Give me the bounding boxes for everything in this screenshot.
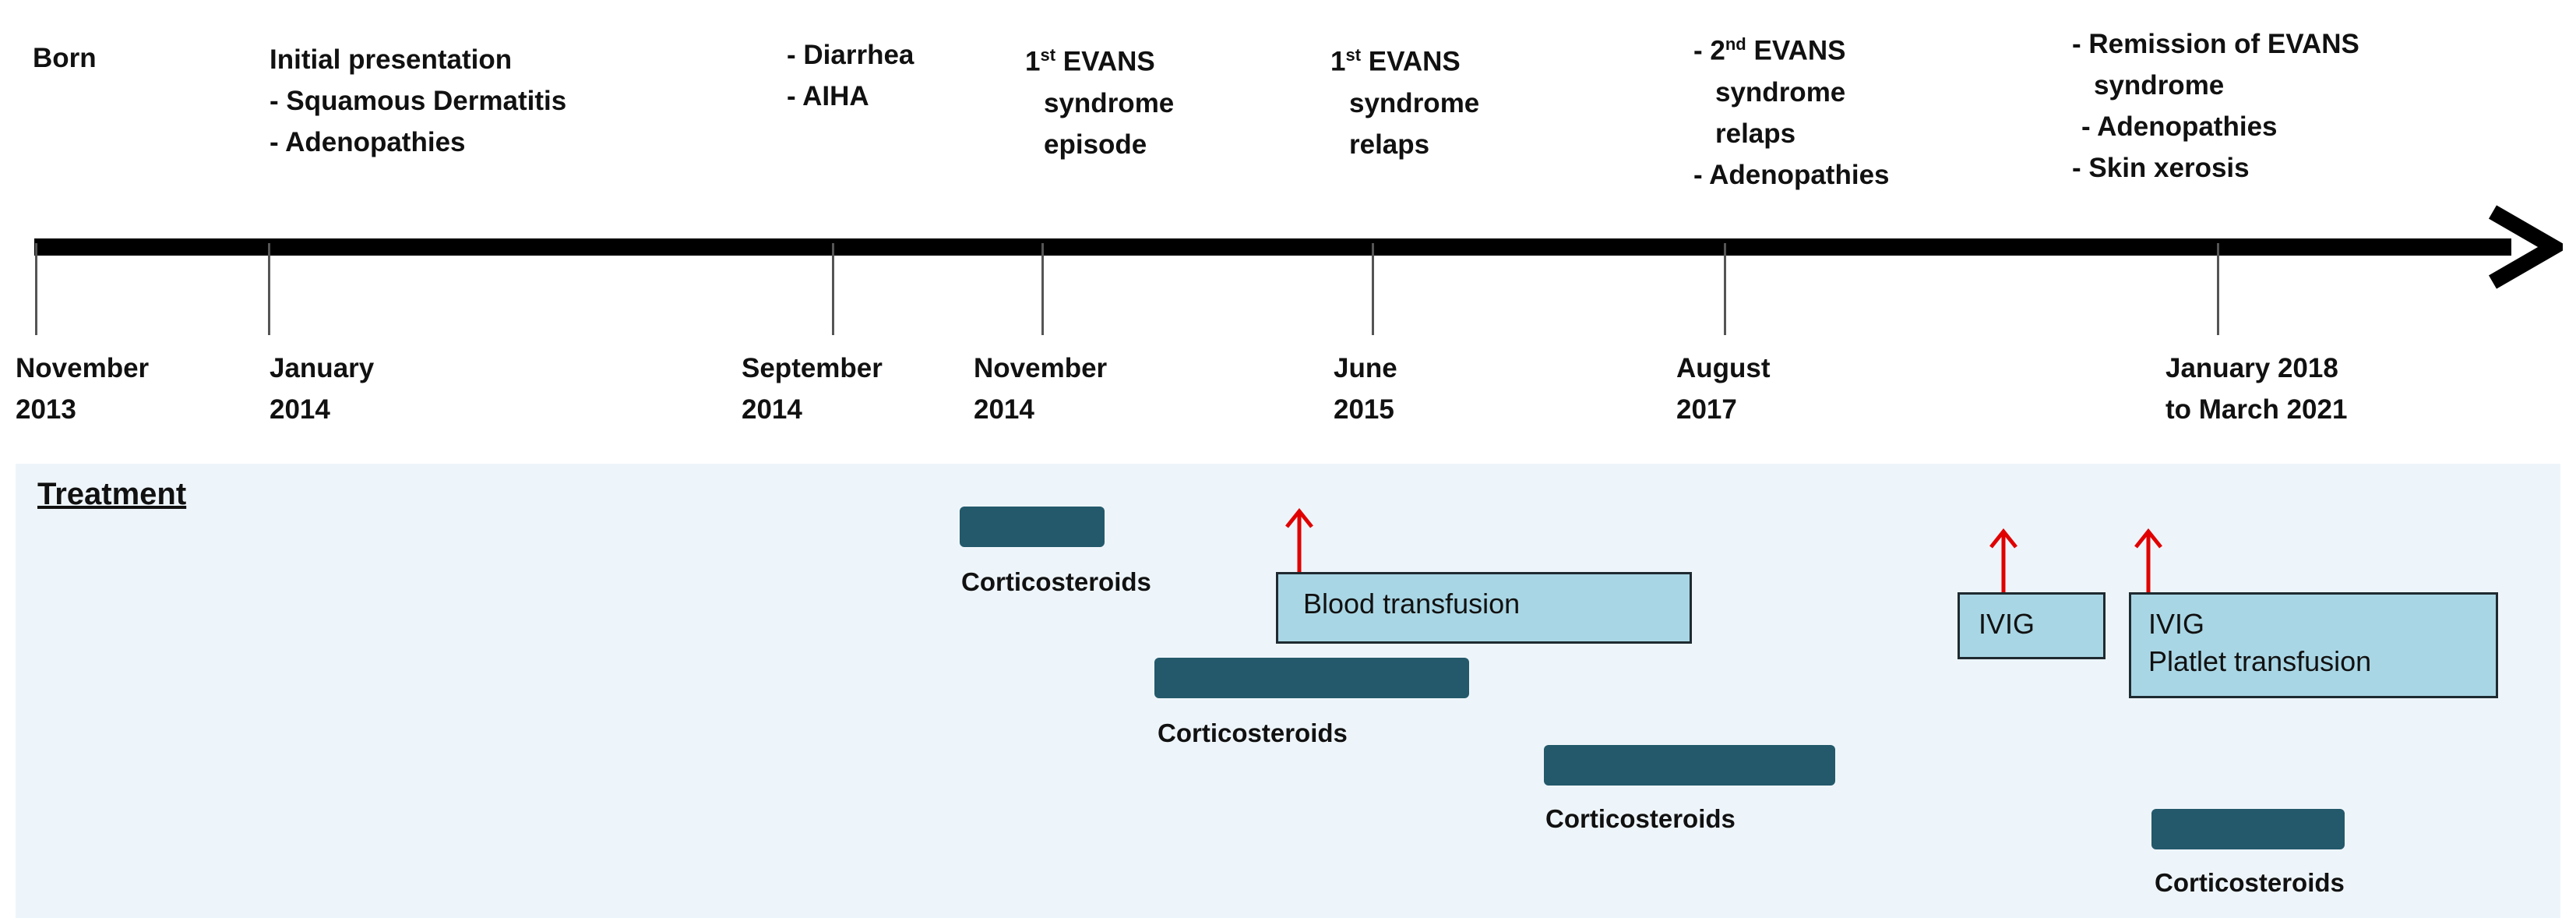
treatment-heading: Treatment: [37, 477, 187, 511]
corticosteroids-bar-3: [1544, 745, 1835, 786]
arrow-up-icon: [2134, 528, 2162, 592]
arrow-up-icon: [1989, 528, 2017, 592]
event-initial-presentation: Initial presentation - Squamous Dermatit…: [270, 44, 567, 157]
event-remission: - Remission of EVANS syndrome - Adenopat…: [2072, 29, 2359, 183]
event-second-evans-relaps: - 2nd EVANS syndrome relaps - Adenopathi…: [1693, 34, 1890, 190]
timeline-arrowhead: [2489, 205, 2563, 289]
corticosteroids-bar-2: [1154, 658, 1469, 698]
corticosteroids-bar-1: [960, 507, 1105, 547]
date-jan2014: January 2014: [270, 353, 375, 425]
blood-transfusion-box: Blood transfusion: [1276, 572, 1692, 644]
corticosteroids-label-3: Corticosteroids: [1545, 804, 1736, 833]
corticosteroids-bar-4: [2151, 809, 2345, 849]
tick-jun2015: [1372, 243, 1374, 335]
corticosteroids-label-2: Corticosteroids: [1158, 719, 1348, 747]
corticosteroids-label-4: Corticosteroids: [2155, 868, 2345, 897]
date-nov2014: November 2014: [974, 353, 1108, 425]
event-first-evans-relaps: 1st EVANS syndrome relaps: [1330, 45, 1480, 160]
ivig-platelet-box: IVIG Platlet transfusion: [2129, 592, 2498, 698]
date-aug2017: August 2017: [1676, 353, 1771, 425]
timeline-axis: [34, 238, 2511, 256]
date-sep2014: September 2014: [742, 353, 883, 425]
ivig-box: IVIG: [1958, 592, 2106, 659]
event-first-evans-episode: 1st EVANS syndrome episode: [1025, 45, 1175, 160]
tick-jan2014: [268, 243, 270, 335]
tick-nov2014: [1041, 243, 1044, 335]
tick-sep2014: [832, 243, 834, 335]
corticosteroids-label-1: Corticosteroids: [961, 567, 1151, 596]
event-diarrhea-aiha: - Diarrhea - AIHA: [787, 40, 914, 111]
date-nov2013: November 2013: [16, 353, 150, 425]
tick-jan2018: [2217, 243, 2219, 335]
tick-aug2017: [1724, 243, 1726, 335]
event-born: Born: [33, 43, 97, 73]
date-jan2018-mar2021: January 2018 to March 2021: [2165, 353, 2348, 425]
date-jun2015: June 2015: [1334, 353, 1397, 425]
tick-nov2013: [35, 243, 37, 335]
arrow-up-icon: [1285, 507, 1313, 572]
